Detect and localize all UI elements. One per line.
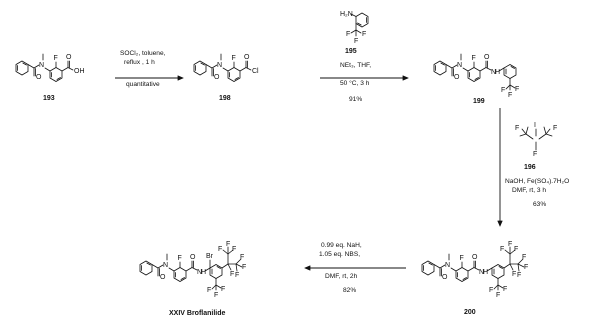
atom-F: F xyxy=(232,246,236,253)
atom-F: F xyxy=(460,255,464,262)
reaction-1-yield: quantitative xyxy=(126,81,160,88)
reaction-3-condition-1: NaOH, Fe(SO₄).7H₂O xyxy=(505,178,569,185)
compound-195-structure: H₂N F F F xyxy=(340,11,369,45)
atom-O: O xyxy=(454,74,460,81)
atom-F: F xyxy=(508,92,512,99)
atom-F: F xyxy=(553,125,557,132)
atom-O: O xyxy=(214,74,220,81)
atom-O: O xyxy=(472,254,478,261)
atom-F: F xyxy=(533,151,537,158)
reaction-3-yield: 63% xyxy=(533,201,546,208)
atom-F: F xyxy=(235,272,239,279)
atom-H: H xyxy=(495,69,500,76)
compound-199-structure: O N F O N H F F F xyxy=(433,53,519,99)
compound-193-label: 193 xyxy=(43,95,55,102)
atom-F: F xyxy=(514,246,518,253)
compound-199-label: 199 xyxy=(473,98,485,105)
atom-F: F xyxy=(346,31,350,38)
atom-F: F xyxy=(232,55,236,62)
reaction-4-yield: 82% xyxy=(343,287,356,294)
atom-N: N xyxy=(163,262,168,269)
reaction-2-yield: 91% xyxy=(349,96,362,103)
atom-H: H xyxy=(483,269,488,276)
atom-I: I xyxy=(534,122,536,129)
atom-O: O xyxy=(190,254,196,261)
reaction-2-condition-2: 50 °C, 3 h xyxy=(340,79,370,87)
atom-F: F xyxy=(517,272,521,279)
atom-F: F xyxy=(178,255,182,262)
atom-O: O xyxy=(244,54,250,61)
compound-195-label: 195 xyxy=(345,48,357,55)
atom-O: O xyxy=(484,54,490,61)
atom-F: F xyxy=(508,241,512,248)
reaction-1-condition-2: reflux , 1 h xyxy=(124,59,155,66)
atom-F: F xyxy=(489,287,493,294)
atom-F: F xyxy=(214,292,218,299)
atom-H: H xyxy=(201,269,206,276)
atom-F: F xyxy=(503,286,507,293)
atom-F: F xyxy=(362,31,366,38)
atom-N: N xyxy=(445,262,450,269)
atom-Cl: Cl xyxy=(252,68,259,75)
reaction-4-condition-3: DMF, rt, 2h xyxy=(325,273,358,280)
atom-N: N xyxy=(39,62,44,69)
compound-193-structure: O N F O OH xyxy=(15,53,85,82)
compound-200-structure: O N F O N H F F F F F F F F F F xyxy=(421,241,528,299)
atom-N: N xyxy=(197,269,202,276)
atom-N: N xyxy=(491,69,496,76)
atom-F: F xyxy=(515,86,519,93)
atom-OH: OH xyxy=(74,68,85,75)
compound-200-label: 200 xyxy=(464,309,476,316)
reaction-2-condition-1: NEt₃, THF, xyxy=(340,62,371,69)
reaction-4-condition-1: 0.99 eq. NaH, xyxy=(321,242,362,249)
atom-F: F xyxy=(242,264,246,271)
atom-O: O xyxy=(36,74,42,81)
atom-F: F xyxy=(221,286,225,293)
reaction-1-condition-1: SOCl₂, toluene, xyxy=(120,50,166,57)
broflanilide-structure: O N F O N H Br F F F F F F F F F F xyxy=(139,241,246,299)
atom-Br: Br xyxy=(206,253,214,260)
atom-F: F xyxy=(230,271,234,278)
atom-F: F xyxy=(524,264,528,271)
compound-198-label: 198 xyxy=(219,95,231,102)
compound-198-structure: O N F O Cl xyxy=(193,53,259,82)
broflanilide-label: XXIV Broflanilide xyxy=(169,310,226,317)
atom-F: F xyxy=(54,55,58,62)
compound-196-structure: I F F F xyxy=(515,122,557,158)
atom-F: F xyxy=(512,271,516,278)
atom-O: O xyxy=(66,54,72,61)
atom-O: O xyxy=(442,274,448,281)
atom-F: F xyxy=(207,287,211,294)
atom-F: F xyxy=(354,38,358,45)
atom-N: N xyxy=(479,269,484,276)
atom-F: F xyxy=(496,292,500,299)
atom-F: F xyxy=(522,254,526,261)
atom-F: F xyxy=(240,254,244,261)
atom-F: F xyxy=(226,241,230,248)
atom-F: F xyxy=(500,246,504,253)
reaction-4-condition-2: 1.05 eq. NBS, xyxy=(319,251,360,258)
atom-N: N xyxy=(217,62,222,69)
atom-F: F xyxy=(218,246,222,253)
reaction-3-condition-2: DMF, rt, 3 h xyxy=(512,187,546,194)
atom-N: N xyxy=(457,62,462,69)
atom-F: F xyxy=(472,55,476,62)
atom-O: O xyxy=(160,274,166,281)
atom-F: F xyxy=(501,87,505,94)
compound-196-label: 196 xyxy=(524,164,536,171)
atom-NH2: H₂N xyxy=(340,11,353,18)
atom-F: F xyxy=(515,125,519,132)
